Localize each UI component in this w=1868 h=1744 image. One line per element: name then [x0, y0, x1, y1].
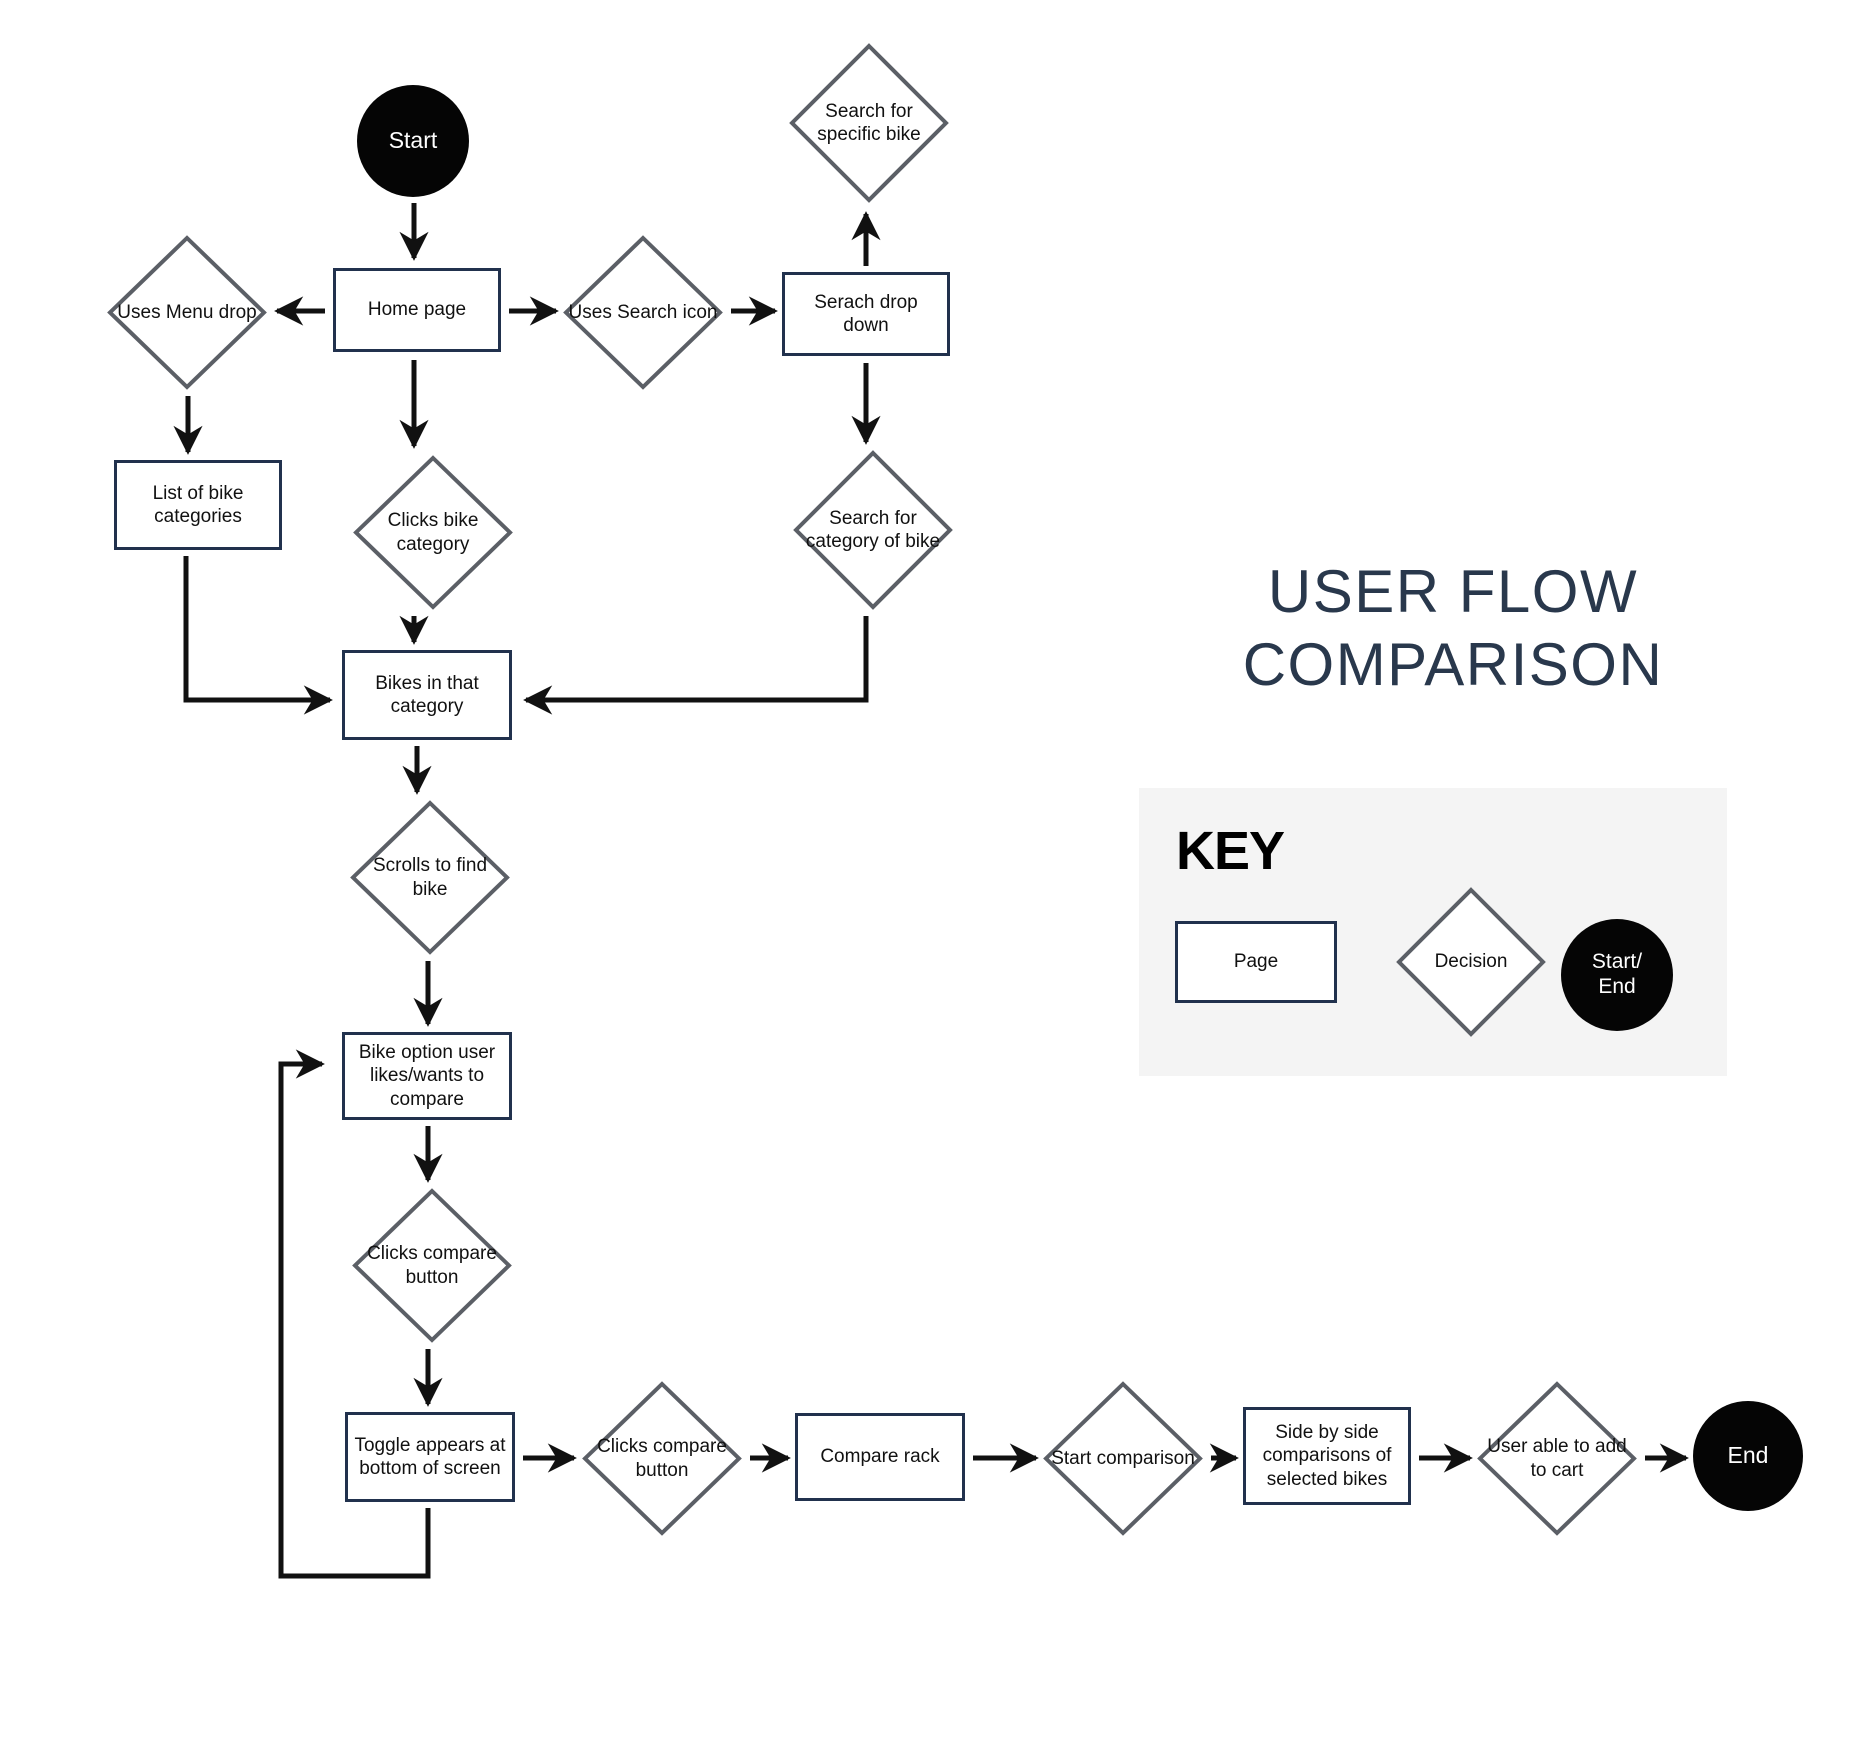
- key-item-page: Page: [1175, 921, 1337, 1003]
- node-serach-drop-down[interactable]: Serach drop down: [782, 272, 950, 356]
- diamond-shape-icon: [1477, 1381, 1637, 1536]
- node-user-add-to-cart[interactable]: User able to add to cart: [1477, 1381, 1637, 1536]
- node-list-bike-categories[interactable]: List of bike categories: [114, 460, 282, 550]
- node-start-comparison-label: Start comparison: [1051, 1447, 1195, 1469]
- node-search-specific-bike-label: Search for specific bike: [817, 100, 921, 145]
- key-item-terminator: Start/ End: [1561, 919, 1673, 1031]
- node-side-by-side-label: Side by side comparisons of selected bik…: [1262, 1422, 1392, 1490]
- node-clicks-compare-button-1-label: Clicks compare button: [367, 1243, 497, 1288]
- node-home-page-label: Home page: [367, 299, 467, 321]
- page-title-line-1: USER FLOW: [1267, 558, 1639, 625]
- node-clicks-compare-button-2[interactable]: Clicks compare button: [582, 1381, 742, 1536]
- node-uses-menu-drop[interactable]: Uses Menu drop: [107, 235, 267, 390]
- diamond-shape-icon: [793, 450, 953, 610]
- node-bikes-in-category-label: Bikes in that category: [375, 672, 479, 717]
- node-scrolls-find-bike[interactable]: Scrolls to find bike: [350, 800, 510, 955]
- node-start[interactable]: Start: [357, 85, 469, 197]
- diamond-shape-icon: [582, 1381, 742, 1536]
- node-search-category-of-bike-label: Search for category of bike: [805, 507, 941, 552]
- node-search-specific-bike[interactable]: Search for specific bike: [789, 43, 949, 203]
- node-list-bike-categories-label: List of bike categories: [152, 482, 244, 527]
- node-search-category-of-bike[interactable]: Search for category of bike: [793, 450, 953, 610]
- node-user-add-to-cart-label: User able to add to cart: [1487, 1436, 1627, 1481]
- node-start-label: Start: [388, 127, 438, 154]
- node-clicks-bike-category[interactable]: Clicks bike category: [353, 455, 513, 610]
- node-bike-option-compare[interactable]: Bike option user likes/wants to compare: [342, 1032, 512, 1120]
- diamond-shape-icon: [1043, 1381, 1203, 1536]
- node-side-by-side[interactable]: Side by side comparisons of selected bik…: [1243, 1407, 1411, 1505]
- node-compare-rack[interactable]: Compare rack: [795, 1413, 965, 1501]
- diamond-shape-icon: [563, 235, 723, 390]
- diamond-shape-icon: [350, 800, 510, 955]
- node-bike-option-compare-label: Bike option user likes/wants to compare: [358, 1042, 496, 1110]
- key-item-decision: Decision: [1396, 887, 1546, 1037]
- node-serach-drop-down-label: Serach drop down: [814, 291, 918, 336]
- key-item-page-label: Page: [1233, 951, 1279, 973]
- node-compare-rack-label: Compare rack: [820, 1446, 940, 1468]
- node-uses-menu-drop-label: Uses Menu drop: [117, 301, 257, 323]
- node-bikes-in-category[interactable]: Bikes in that category: [342, 650, 512, 740]
- node-end-label: End: [1727, 1442, 1769, 1469]
- key-item-decision-label: Decision: [1434, 951, 1508, 973]
- node-start-comparison[interactable]: Start comparison: [1043, 1381, 1203, 1536]
- diamond-shape-icon: [107, 235, 267, 390]
- key-heading: KEY: [1176, 821, 1285, 881]
- diamond-shape-icon: [1396, 887, 1546, 1037]
- page-title-line-2: COMPARISON: [1242, 631, 1664, 699]
- edge-list-bike-categories-to-bikes-in-category: [183, 556, 333, 715]
- node-clicks-bike-category-label: Clicks bike category: [387, 510, 479, 555]
- node-clicks-compare-button-2-label: Clicks compare button: [597, 1436, 727, 1481]
- node-home-page[interactable]: Home page: [333, 268, 501, 352]
- node-scrolls-find-bike-label: Scrolls to find bike: [372, 855, 488, 900]
- diamond-shape-icon: [352, 1188, 512, 1343]
- node-end[interactable]: End: [1693, 1401, 1803, 1511]
- node-toggle-appears[interactable]: Toggle appears at bottom of screen: [345, 1412, 515, 1502]
- node-uses-search-icon-label: Uses Search icon: [568, 301, 718, 323]
- page-title: USER FLOW COMPARISON: [1228, 555, 1678, 701]
- edge-search-category-to-bikes-in-category: [523, 616, 869, 715]
- key-item-terminator-label: Start/ End: [1591, 950, 1643, 998]
- node-clicks-compare-button-1[interactable]: Clicks compare button: [352, 1188, 512, 1343]
- node-toggle-appears-label: Toggle appears at bottom of screen: [354, 1434, 506, 1479]
- node-uses-search-icon[interactable]: Uses Search icon: [563, 235, 723, 390]
- diamond-shape-icon: [789, 43, 949, 203]
- diamond-shape-icon: [353, 455, 513, 610]
